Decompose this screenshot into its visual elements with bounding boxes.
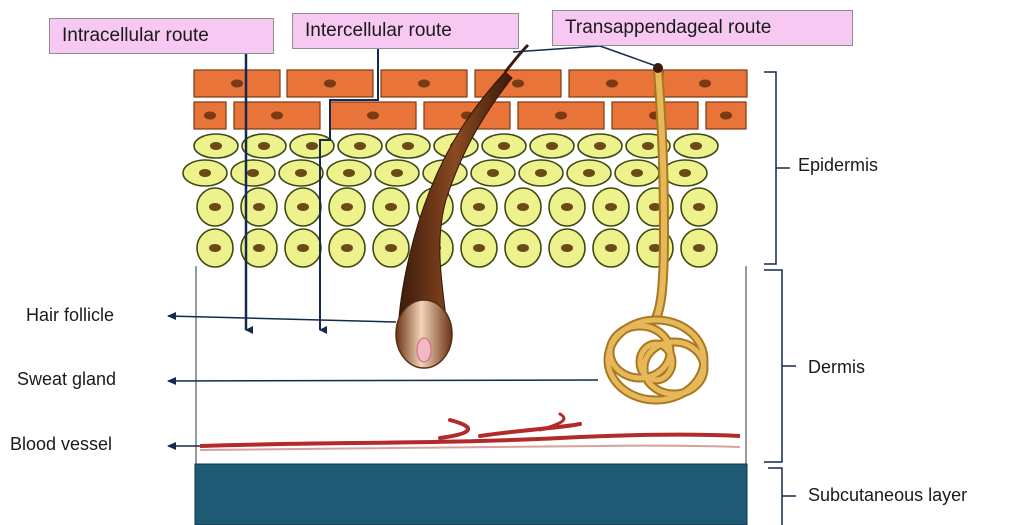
cell-nucleus xyxy=(253,203,265,211)
transappendageal-route-label: Transappendageal route xyxy=(552,10,853,46)
subcutaneous-layer-label: Subcutaneous layer xyxy=(808,485,967,506)
cell-nucleus xyxy=(341,244,353,252)
cell-nucleus xyxy=(473,244,485,252)
cell-nucleus xyxy=(512,80,524,88)
cell-nucleus xyxy=(204,112,216,120)
cell-nucleus xyxy=(642,142,654,150)
cell-nucleus xyxy=(209,203,221,211)
intercellular-route-label: Intercellular route xyxy=(292,13,519,49)
cell-nucleus xyxy=(605,203,617,211)
cell-nucleus xyxy=(498,142,510,150)
cell-nucleus xyxy=(341,203,353,211)
cell-nucleus xyxy=(418,80,430,88)
cell-nucleus xyxy=(253,244,265,252)
cell-nucleus xyxy=(517,244,529,252)
cell-nucleus xyxy=(343,169,355,177)
layer-brackets xyxy=(764,72,796,525)
cell-nucleus xyxy=(402,142,414,150)
cell-nucleus xyxy=(546,142,558,150)
sweat-gland-label: Sweat gland xyxy=(17,369,116,390)
cell-nucleus xyxy=(699,80,711,88)
cell-nucleus xyxy=(605,244,617,252)
cell-nucleus xyxy=(583,169,595,177)
cell-nucleus xyxy=(385,203,397,211)
cell-nucleus xyxy=(561,203,573,211)
subcutaneous-bracket xyxy=(768,468,782,525)
hair-follicle-label: Hair follicle xyxy=(26,305,114,326)
dermis-label: Dermis xyxy=(808,357,865,378)
cell-nucleus xyxy=(391,169,403,177)
cell-nucleus xyxy=(297,203,309,211)
cell-nucleus xyxy=(555,112,567,120)
cell-nucleus xyxy=(473,203,485,211)
sweat-gland-pointer xyxy=(168,380,598,381)
cell-nucleus xyxy=(487,169,499,177)
cell-nucleus xyxy=(199,169,211,177)
cell-nucleus xyxy=(354,142,366,150)
cell-nucleus xyxy=(306,142,318,150)
cell-nucleus xyxy=(594,142,606,150)
cell-nucleus xyxy=(693,203,705,211)
cell-nucleus xyxy=(606,80,618,88)
cell-nucleus xyxy=(720,112,732,120)
cell-nucleus xyxy=(297,244,309,252)
cell-nucleus xyxy=(271,112,283,120)
transappendageal-pointer-gland xyxy=(600,46,656,66)
cell-nucleus xyxy=(385,244,397,252)
epidermis-label: Epidermis xyxy=(798,155,878,176)
cell-nucleus xyxy=(690,142,702,150)
cell-nucleus xyxy=(324,80,336,88)
cell-nucleus xyxy=(367,112,379,120)
blood-vessel xyxy=(200,414,740,450)
cell-nucleus xyxy=(679,169,691,177)
cell-nucleus xyxy=(258,142,270,150)
cell-nucleus xyxy=(210,142,222,150)
cell-nucleus xyxy=(209,244,221,252)
cell-nucleus xyxy=(561,244,573,252)
hair-follicle-pointer xyxy=(168,316,396,322)
cell-nucleus xyxy=(231,80,243,88)
intracellular-route-label: Intracellular route xyxy=(49,18,274,54)
dermis-bracket xyxy=(764,270,782,462)
cell-nucleus xyxy=(535,169,547,177)
epidermis-bracket xyxy=(764,72,776,264)
cell-nucleus xyxy=(631,169,643,177)
cell-nucleus xyxy=(517,203,529,211)
cell-nucleus xyxy=(247,169,259,177)
subcutaneous-block xyxy=(195,464,747,525)
cell-nucleus xyxy=(295,169,307,177)
cell-nucleus xyxy=(693,244,705,252)
blood-vessel-label: Blood vessel xyxy=(10,434,112,455)
